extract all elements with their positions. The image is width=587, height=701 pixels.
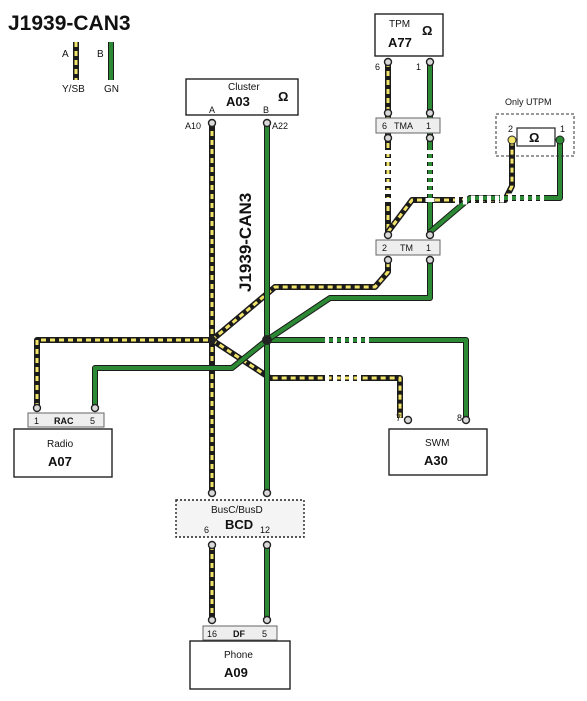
tpm-pin-1: 1 (416, 62, 421, 72)
busc-name: BusC/BusD (211, 505, 263, 516)
phone-module: 16 DF 5 Phone A09 (189, 615, 291, 690)
only-utpm-label: Only UTPM (505, 97, 552, 107)
tma-pin-1: 1 (426, 121, 431, 131)
tma-pin-6: 6 (382, 121, 387, 131)
tm-label: TM (400, 243, 413, 253)
swm-pin-7: 7 (396, 413, 401, 423)
tma-label: TMA (394, 121, 413, 131)
cluster-pin-b: B (263, 105, 269, 115)
rac-pin-5: 5 (90, 416, 95, 426)
only-utpm-option: Only UTPM Ω 2 1 (495, 97, 575, 157)
splice-yellow (208, 336, 216, 344)
tm-connector: 2 TM 1 (375, 230, 441, 265)
tm-pin-1: 1 (426, 243, 431, 253)
legend-b-code: GN (104, 84, 119, 95)
utpm-pin-1: 1 (560, 124, 565, 134)
bcd-pin-6: 6 (204, 525, 209, 535)
utpm-pin-2: 2 (508, 124, 513, 134)
swm-pin-8: 8 (457, 413, 462, 423)
ohm-icon: Ω (422, 23, 432, 38)
radio-code: A07 (48, 454, 72, 469)
radio-name: Radio (47, 439, 74, 450)
radio-module: 1 RAC 5 Radio A07 (13, 403, 113, 478)
df-pin-16: 16 (207, 629, 217, 639)
df-label: DF (233, 629, 245, 639)
cluster-module: Cluster A03 Ω A B A10 A22 (185, 78, 299, 131)
green-wires (92, 62, 563, 622)
tpm-module: TPM A77 Ω 6 1 (374, 13, 444, 72)
tpm-name: TPM (389, 19, 410, 30)
tma-connector: 6 TMA 1 (375, 108, 441, 143)
splice-green (262, 335, 272, 345)
cluster-pin-a22: A22 (272, 121, 288, 131)
cluster-code: A03 (226, 94, 250, 109)
vertical-bus-label: J1939-CAN3 (236, 193, 255, 292)
tpm-code: A77 (388, 35, 412, 50)
cluster-ohm-icon: Ω (278, 89, 288, 104)
rac-label: RAC (54, 416, 74, 426)
phone-code: A09 (224, 665, 248, 680)
bcd-pin-12: 12 (260, 525, 270, 535)
tm-pin-2: 2 (382, 243, 387, 253)
wire-breaks (325, 150, 545, 383)
diagram-title: J1939-CAN3 (8, 12, 131, 35)
cluster-pin-a10: A10 (185, 121, 201, 131)
utpm-ohm-icon: Ω (529, 130, 539, 145)
tpm-pin-6: 6 (375, 62, 380, 72)
phone-name: Phone (224, 650, 253, 661)
legend-b-letter: B (97, 49, 104, 60)
swm-code: A30 (424, 453, 448, 468)
wire-legend: A Y/SB B GN (62, 42, 119, 95)
cluster-pin-a: A (209, 105, 215, 115)
rac-pin-1: 1 (34, 416, 39, 426)
legend-a-code: Y/SB (62, 84, 85, 95)
swm-name: SWM (425, 438, 449, 449)
df-pin-5: 5 (262, 629, 267, 639)
busc-module: BusC/BusD BCD 6 12 (175, 488, 305, 550)
busc-code: BCD (225, 517, 253, 532)
cluster-name: Cluster (228, 82, 260, 93)
legend-a-letter: A (62, 49, 69, 60)
swm-module: 7 8 SWM A30 (388, 413, 488, 476)
